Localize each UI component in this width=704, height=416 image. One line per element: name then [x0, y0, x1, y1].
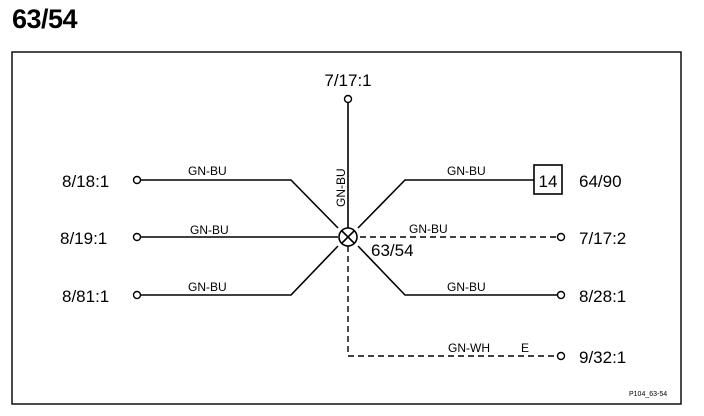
connector-label-left-middle: 8/19:1: [60, 229, 107, 248]
terminal-left-middle[interactable]: [132, 232, 142, 242]
wire-label-left-upper: GN-BU: [188, 164, 227, 178]
wire-label-right-middle: GN-BU: [409, 222, 448, 236]
splice-label: 63/54: [371, 241, 414, 260]
wire-label-right-lower: GN-BU: [447, 280, 486, 294]
wire-bottom: [347, 246, 557, 357]
terminal-right-lower[interactable]: [556, 290, 566, 300]
wire-marker-bottom: E: [521, 341, 529, 355]
terminal-left-lower[interactable]: [132, 290, 142, 300]
connector-label-top: 7/17:1: [324, 71, 371, 90]
wire-left-lower: [141, 245, 339, 296]
wire-right-lower: [357, 245, 557, 296]
terminal-bottom-right[interactable]: [556, 351, 566, 361]
splice-cross-b: [341, 230, 355, 244]
connector-label-left-upper: 8/18:1: [62, 172, 109, 191]
diagram-frame: [11, 51, 682, 405]
terminal-top[interactable]: [343, 94, 353, 104]
connector-label-right-middle: 7/17:2: [579, 229, 626, 248]
wire-left-upper: [141, 179, 339, 229]
connector-label-right-lower: 8/28:1: [579, 287, 626, 306]
terminal-right-middle[interactable]: [556, 232, 566, 242]
wire-label-right-upper: GN-BU: [447, 164, 486, 178]
connector-label-left-lower: 8/81:1: [62, 287, 109, 306]
wire-label-left-lower: GN-BU: [188, 280, 227, 294]
connector-label-right-upper: 64/90: [579, 172, 622, 191]
component-box-number: 14: [539, 172, 558, 191]
figure-id: P104_63-54: [629, 391, 667, 398]
wire-right-upper: [357, 179, 534, 229]
terminal-left-upper[interactable]: [132, 175, 142, 185]
wire-label-bottom: GN-WH: [448, 341, 490, 355]
connector-label-bottom-right: 9/32:1: [579, 348, 626, 367]
wire-label-top: GN-BU: [334, 168, 348, 207]
diagram-title: 63/54: [12, 4, 78, 34]
wire-label-left-middle: GN-BU: [190, 223, 229, 237]
component-box[interactable]: [533, 164, 563, 195]
